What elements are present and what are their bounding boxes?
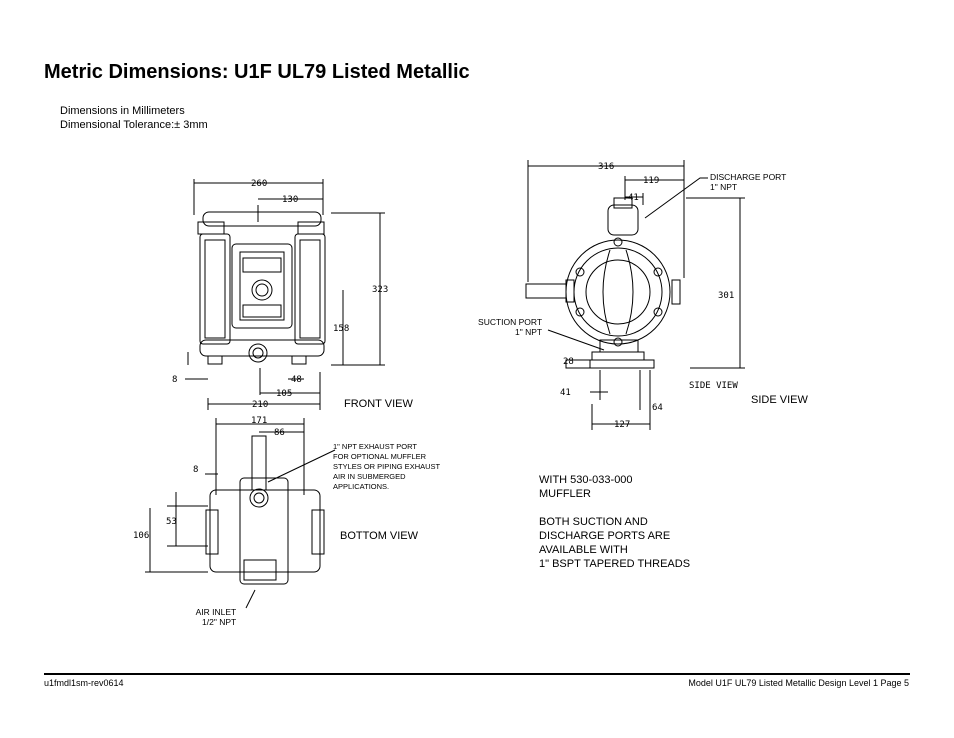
suction-port-line-2: 1" NPT: [515, 327, 543, 337]
front-view-label: FRONT VIEW: [344, 398, 413, 410]
exhaust-note-line-1: 1" NPT EXHAUST PORT: [333, 442, 417, 451]
air-inlet-label: AIR INLET 1/2" NPT: [193, 607, 237, 627]
muffler-note-line-2: MUFFLER: [539, 488, 591, 500]
dim-210: 210: [252, 400, 268, 410]
suction-port-label: SUCTION PORT 1" NPT: [471, 317, 542, 337]
muffler-note-line-1: WITH 530-033-000: [539, 474, 633, 486]
exhaust-note-line-5: APPLICATIONS.: [333, 482, 390, 491]
dim-301: 301: [718, 291, 734, 301]
side-view-drawing-label: SIDE VIEW: [689, 381, 738, 391]
exhaust-note-line-4: AIR IN SUBMERGED: [333, 472, 406, 481]
dim-260: 260: [251, 179, 267, 189]
side-view-drawing: [525, 160, 745, 430]
dim-316: 316: [598, 162, 614, 172]
footer-doc-id: u1fmdl1sm-rev0614: [44, 678, 124, 688]
dim-119: 119: [643, 176, 659, 186]
dim-53: 53: [166, 517, 177, 527]
dim-41-base: 41: [560, 388, 571, 398]
front-view-drawing: [185, 179, 385, 410]
dim-64: 64: [652, 403, 663, 413]
muffler-note: WITH 530-033-000 MUFFLER: [539, 473, 633, 501]
discharge-port-label: DISCHARGE PORT 1" NPT: [710, 172, 786, 192]
dim-106: 106: [133, 531, 149, 541]
threads-note-line-2: DISCHARGE PORTS ARE: [539, 530, 671, 542]
exhaust-note-line-3: STYLES OR PIPING EXHAUST: [333, 462, 441, 471]
discharge-port-line-2: 1" NPT: [710, 182, 738, 192]
units-note: Dimensions in Millimeters: [60, 105, 185, 117]
page-title: Metric Dimensions: U1F UL79 Listed Metal…: [44, 61, 470, 83]
footer-page-info: Model U1F UL79 Listed Metallic Design Le…: [688, 678, 909, 688]
dim-8-bottom: 8: [193, 465, 198, 475]
dim-41-side: 41: [628, 193, 639, 203]
suction-port-line-1: SUCTION PORT: [478, 317, 543, 327]
tolerance-note: Dimensional Tolerance:± 3mm: [60, 119, 208, 131]
discharge-port-line-1: DISCHARGE PORT: [710, 172, 787, 182]
exhaust-port-note: 1" NPT EXHAUST PORT FOR OPTIONAL MUFFLER…: [333, 442, 440, 492]
dim-130: 130: [282, 195, 298, 205]
dim-158: 158: [333, 324, 349, 334]
dim-105: 105: [276, 389, 292, 399]
threads-note-line-3: AVAILABLE WITH: [539, 544, 628, 556]
air-inlet-line-2: 1/2" NPT: [202, 617, 237, 627]
footer-rule: [44, 673, 910, 675]
dim-28: 28: [563, 357, 574, 367]
dim-8-front: 8: [172, 375, 177, 385]
dim-86: 86: [274, 428, 285, 438]
threads-note-line-4: 1" BSPT TAPERED THREADS: [539, 558, 691, 570]
dim-127: 127: [614, 420, 630, 430]
air-inlet-line-1: AIR INLET: [195, 607, 237, 617]
side-view-label: SIDE VIEW: [751, 394, 808, 406]
dim-48: 48: [291, 375, 302, 385]
threads-note: BOTH SUCTION AND DISCHARGE PORTS ARE AVA…: [539, 515, 690, 571]
dim-171: 171: [251, 416, 267, 426]
threads-note-line-1: BOTH SUCTION AND: [539, 516, 648, 528]
bottom-view-label: BOTTOM VIEW: [340, 530, 419, 542]
dim-323: 323: [372, 285, 388, 295]
bottom-view-drawing: [145, 418, 336, 609]
exhaust-note-line-2: FOR OPTIONAL MUFFLER: [333, 452, 427, 461]
